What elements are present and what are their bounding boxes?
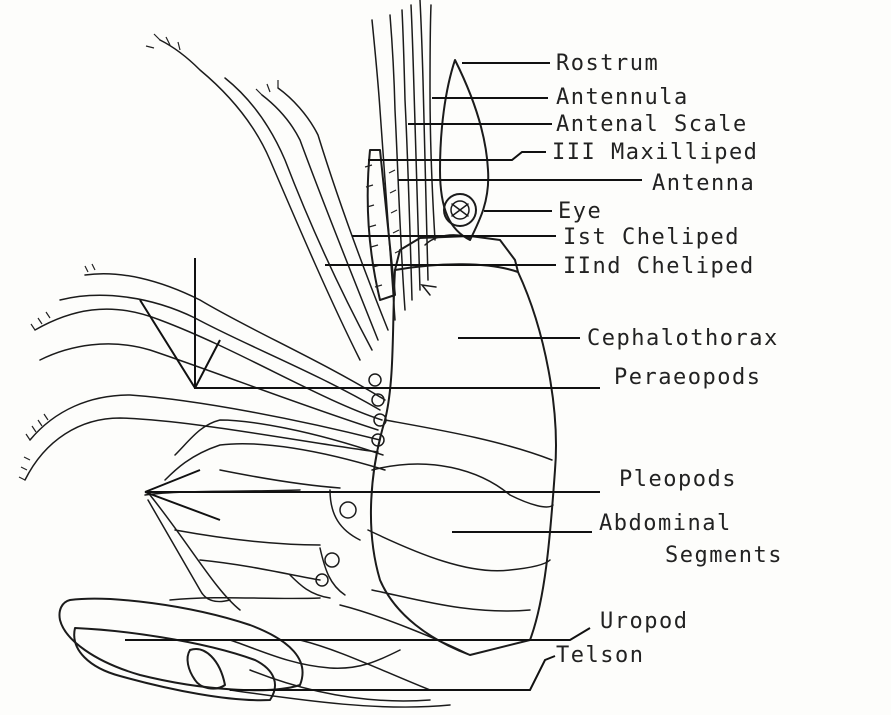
label-eye: Eye <box>558 199 602 224</box>
leader-maxilliped <box>368 152 546 160</box>
label-antenna: Antenna <box>652 171 755 196</box>
label-telson: Telson <box>556 643 644 668</box>
label-rostrum: Rostrum <box>556 51 659 76</box>
abdominal-segments <box>300 420 553 690</box>
label-peraeopods: Peraeopods <box>614 365 761 390</box>
leader-telson <box>230 656 555 690</box>
label-antennula: Antennula <box>556 85 689 110</box>
label-antennal-scale: Antenal Scale <box>556 112 748 137</box>
label-uropod: Uropod <box>600 609 688 634</box>
label-segments: Segments <box>665 543 783 568</box>
leader-uropod <box>125 628 590 640</box>
label-second-cheliped: IInd Cheliped <box>563 254 755 279</box>
labels: Rostrum Antennula Antenal Scale III Maxi… <box>552 51 783 668</box>
label-third-maxilliped: III Maxilliped <box>552 140 758 165</box>
eye-structure <box>422 194 476 295</box>
label-abdominal: Abdominal <box>599 511 732 536</box>
leader-peraeopods <box>140 258 600 388</box>
cephalothorax-outline <box>371 236 556 655</box>
label-first-cheliped: Ist Cheliped <box>563 225 740 250</box>
label-pleopods: Pleopods <box>619 467 737 492</box>
label-cephalothorax: Cephalothorax <box>587 326 779 351</box>
